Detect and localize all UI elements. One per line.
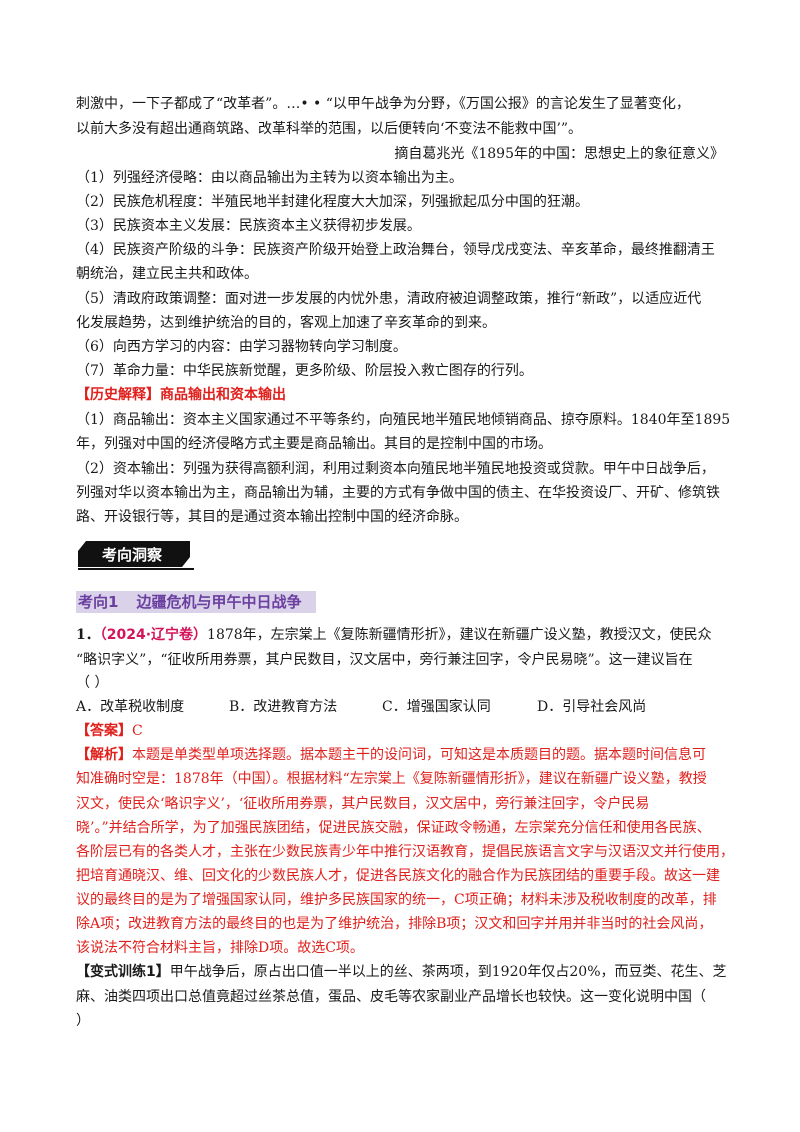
point-item: （3）民族资本主义发展：民族资本主义获得初步发展。 <box>76 218 421 234</box>
point-item: （4）民族资产阶级的斗争：民族资产阶级开始登上政治舞台，领导戊戌变法、辛亥革命，… <box>76 242 715 258</box>
analysis-line: 该说法不符合材料主旨，排除D项。故选C项。 <box>76 940 364 956</box>
kaoxiang-title: 边疆危机与甲午中日战争 <box>136 593 302 611</box>
variant-line: ） <box>76 1013 90 1029</box>
variant-line: 麻、油类四项出口总值竟超过丝茶总值，蛋品、皮毛等农家副业产品增长也较快。这一变化… <box>76 989 706 1005</box>
question-text: 1878年，左宗棠上《复陈新疆情形折》，建议在新疆广设义塾，教授汉文，使民众 <box>207 627 712 643</box>
question-number: 1． <box>76 627 100 643</box>
answer-label: 【答案】 <box>76 723 132 739</box>
option-d: D．引导社会风尚 <box>537 699 647 715</box>
analysis-line: 各阶层已有的各类人才，主张在少数民族青少年中推行汉语教育，提倡民族语言文字与汉语… <box>76 844 734 860</box>
history-line: 列强对华以资本输出为主，商品输出为辅，主要的方式有争做中国的债主、在华投资设厂、… <box>76 485 720 501</box>
point-item: （1）列强经济侵略：由以商品输出为主转为以资本输出为主。 <box>76 170 463 186</box>
history-line: 年，列强对中国的经济侵略方式主要是商品输出。其目的是控制中国的市场。 <box>76 436 552 452</box>
analysis-line: 汉文，使民众‘略识字义’，‘征收所用券票，其户民数目，汉文居中，旁行兼注回字，令… <box>76 796 650 812</box>
analysis-line: 晓’。”并结合所学，为了加强民族团结，促进民族交融，保证政令畅通，左宗棠充分信任… <box>76 820 711 836</box>
question-tag: （2024·辽宁卷） <box>99 627 208 643</box>
analysis-line: 把培育通晓汉、维、回文化的少数民族人才，促进各民族文化的融合作为民族团结的重要手… <box>76 868 720 884</box>
option-b: B．改进教育方法 <box>229 699 338 715</box>
history-heading: 【历史解释】商品输出和资本输出 <box>76 387 286 403</box>
quote-source: 摘自葛兆光《1895年的中国：思想史上的象征意义》 <box>394 146 724 162</box>
answer-line: 【答案】C <box>76 722 143 740</box>
history-line: （2）资本输出：列强为获得高额利润，利用过剩资本向殖民地半殖民地投资或贷款。甲午… <box>76 461 715 477</box>
history-line: （1）商品输出：资本主义国家通过不平等条约，向殖民地半殖民地倾销商品、掠夺原料。… <box>76 412 731 428</box>
kaoxiang-label: 考向1 <box>78 593 119 611</box>
variant-line: 【变式训练1】甲午战争后，原占出口值一半以上的丝、茶两项，到1920年仅占20%… <box>76 964 727 980</box>
analysis-line: 议的最终目的是为了增强国家认同，维护多民族国家的统一，C项正确；材料未涉及税收制… <box>76 892 717 908</box>
option-c: C．增强国家认同 <box>382 699 491 715</box>
analysis-label: 【解析】 <box>76 747 132 763</box>
analysis-line: 【解析】本题是单类型单项选择题。据本题主干的设问词，可知这是本质题目的题。据本题… <box>76 747 706 763</box>
option-a: A．改革税收制度 <box>76 699 185 715</box>
answer-value: C <box>132 723 143 739</box>
point-item: （7）革命力量：中华民族新觉醒，更多阶级、阶层投入救亡图存的行列。 <box>76 363 533 379</box>
point-item: 化发展趋势，达到维护统治的目的，客观上加速了辛亥革命的到来。 <box>76 315 496 331</box>
quote-line: 刺激中，一下子都成了“改革者”。…• • “以甲午战争为分野，《万国公报》的言论… <box>76 96 690 112</box>
analysis-line: 除A项；改进教育方法的最终目的也是为了维护统治，排除B项；汉文和回字并用并非当时… <box>76 916 713 932</box>
history-line: 路、开设银行等，其目的是通过资本输出控制中国的经济命脉。 <box>76 509 468 525</box>
point-item: （6）向西方学习的内容：由学习器物转向学习制度。 <box>76 339 407 355</box>
point-item: （5）清政府政策调整：面对进一步发展的内忧外患，清政府被迫调整政策，推行“新政”… <box>76 291 702 307</box>
question-line: “略识字义”，“征收所用券票，其户民数目，汉文居中，旁行兼注回字，令户民易晓”。… <box>76 652 693 668</box>
variant-label: 【变式训练1】 <box>76 964 170 980</box>
kaoxiang-bar: 考向1 边疆危机与甲午中日战争 <box>76 591 316 613</box>
analysis-line: 知准确时空是：1878年（中国）。根据材料“左宗棠上《复陈新疆情形折》，建议在新… <box>76 771 707 787</box>
point-item: 朝统治，建立民主共和政体。 <box>76 266 258 282</box>
point-item: （2）民族危机程度：半殖民地半封建化程度大大加深，列强掀起瓜分中国的狂潮。 <box>76 194 589 210</box>
question-line: （ ） <box>76 675 109 691</box>
section-title: 考向洞察 <box>102 546 163 564</box>
question-line: 1．（2024·辽宁卷）1878年，左宗棠上《复陈新疆情形折》，建议在新疆广设义… <box>76 626 712 644</box>
quote-line: 以前大多没有超出通商筑路、改革科举的范围，以后便转向‘不变法不能救中国’”。 <box>76 121 583 137</box>
section-banner: 考向洞察 <box>78 541 194 570</box>
